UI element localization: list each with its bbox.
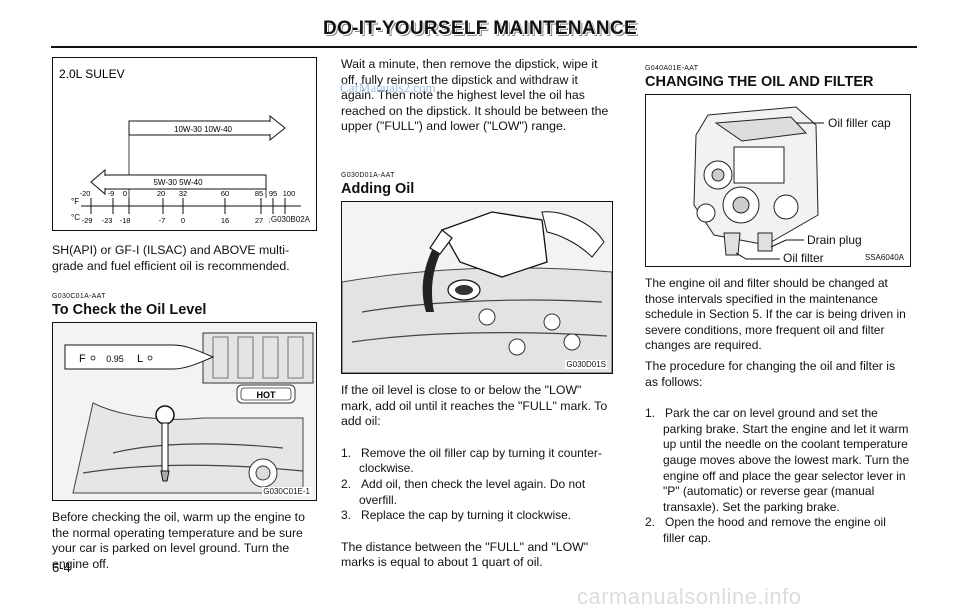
adding-oil-figure: G030D01S [341, 200, 613, 374]
step-number: 1. [645, 406, 656, 421]
f-tick: 0 [123, 189, 127, 198]
oil-bottle [429, 211, 548, 278]
oil-filter-label: Oil filter [783, 251, 824, 265]
distance-text: The distance between the "FULL" and "LOW… [341, 539, 589, 570]
step-text: Park the car on level ground and set the… [663, 406, 910, 514]
step-number: 2. [341, 476, 352, 491]
f-tick: -20 [80, 189, 91, 198]
figure-code: G030B02A [269, 215, 311, 224]
f-tick: 60 [221, 189, 229, 198]
dipstick-full-mark: F [79, 353, 86, 365]
fahrenheit-label: °F [71, 197, 79, 206]
column-2: Wait a minute, then remove the dipstick,… [341, 57, 614, 571]
oil-viscosity-chart-svg: 2.0L SULEV 10W-30 10W-40 5W-30 5W-40 °F … [59, 67, 301, 225]
f-tick: 20 [157, 189, 165, 198]
c-tick: -29 [82, 216, 93, 225]
dipstick-quart-value: 0.95 [106, 354, 124, 364]
section-code: G030C01A-AAT [52, 293, 106, 301]
oil-viscosity-chart: 2.0L SULEV 10W-30 10W-40 5W-30 5W-40 °F … [52, 57, 317, 231]
arrow-10w30: 10W-30 10W-40 [128, 114, 286, 198]
step-text: Remove the oil filler cap by turning it … [359, 445, 602, 476]
step-number: 1. [341, 445, 352, 460]
f-tick: 85 [255, 189, 263, 198]
adding-oil-steps: 1. Remove the oil filler cap by turning … [341, 446, 614, 524]
list-item: 3. Replace the cap by turning it clockwi… [341, 508, 614, 524]
procedure-text: The procedure for changing the oil and f… [645, 358, 896, 389]
section-title: To Check the Oil Level [52, 302, 207, 319]
section-title: Adding Oil [341, 180, 415, 197]
wait-text: Wait a minute, then remove the dipstick,… [341, 57, 609, 134]
arrow-label-bottom: 5W-30 5W-40 [153, 178, 203, 187]
f-tick: 32 [179, 189, 187, 198]
step-number: 2. [645, 515, 656, 530]
engine-oil-text: The engine oil and filter should be chan… [645, 276, 906, 353]
dipstick-figure: HOT F 0.95 L G030C01E-1 [52, 322, 317, 502]
header-rule [51, 46, 917, 48]
page-title: DO-IT-YOURSELF MAINTENANCE [323, 18, 637, 39]
watermark-bottom: carmanualsonline.info [577, 584, 802, 609]
watermark-top: CarManuals2.com [340, 80, 436, 95]
c-tick: -23 [102, 216, 113, 225]
if-oil-level-text: If the oil level is close to or below th… [341, 382, 608, 429]
step-text: Replace the cap by turning it clockwise. [361, 508, 572, 523]
oil-filler-cap-label: Oil filler cap [828, 116, 891, 130]
oil-filter-figure: Oil filler cap Drain plug Oil filter SSA… [645, 94, 911, 267]
figure-code: SSA6040A [863, 253, 905, 262]
column-1: 2.0L SULEV 10W-30 10W-40 5W-30 5W-40 °F … [52, 57, 318, 573]
adding-oil-illustration [342, 201, 612, 373]
oil-spec-text: SH(API) or GF-I (ILSAC) and ABOVE multi-… [52, 243, 290, 273]
dipstick-callout: F 0.95 L [64, 344, 215, 370]
step-text: Open the hood and remove the engine oil … [663, 515, 886, 545]
f-tick: 100 [283, 189, 296, 198]
callout-lines [735, 122, 824, 260]
c-tick: -7 [159, 216, 166, 225]
hand [541, 211, 605, 258]
dipstick [155, 405, 175, 482]
c-tick: -18 [120, 216, 131, 225]
before-checking-text: Before checking the oil, warm up the eng… [52, 510, 305, 571]
hot-sign: HOT [236, 384, 296, 404]
step-number: 3. [341, 508, 352, 523]
list-item: 2. Open the hood and remove the engine o… [645, 515, 911, 546]
list-item: 1. Remove the oil filler cap by turning … [341, 446, 614, 477]
c-tick: 0 [181, 216, 185, 225]
arrow-5w30: 5W-30 5W-40 [90, 168, 267, 198]
figure-code: G030C01E-1 [262, 487, 311, 497]
step-text: Add oil, then check the level again. Do … [359, 476, 586, 507]
oil-change-steps: 1. Park the car on level ground and set … [645, 406, 911, 546]
hot-label: HOT [257, 390, 277, 400]
arrow-label-top: 10W-30 10W-40 [174, 125, 233, 134]
engine-illustration [646, 95, 910, 266]
list-item: 2. Add oil, then check the level again. … [341, 477, 614, 508]
celsius-ticks: -29 -23 -18 -7 0 16 27 35 38 [82, 206, 293, 225]
section-code: G030D01A-AAT [341, 171, 395, 179]
celsius-label: °C [71, 213, 80, 222]
engine-drawing [693, 106, 819, 256]
page-number: 6-4 [52, 560, 71, 575]
dipstick-low-mark: L [137, 353, 143, 365]
section-title: CHANGING THE OIL AND FILTER [645, 74, 874, 90]
column-3: G040A01E-AAT CHANGING THE OIL AND FILTER [645, 57, 911, 547]
c-tick: 27 [255, 216, 263, 225]
f-tick: 95 [269, 189, 277, 198]
fahrenheit-ticks: -20 -9 0 20 32 60 85 95 100 [80, 189, 296, 206]
chart-label: 2.0L SULEV [59, 67, 125, 81]
f-tick: -9 [108, 189, 115, 198]
list-item: 1. Park the car on level ground and set … [645, 406, 911, 515]
section-code: G040A01E-AAT [645, 65, 699, 72]
oil-stream [422, 249, 440, 312]
drain-plug-label: Drain plug [807, 233, 862, 247]
figure-code: G030D01S [565, 359, 607, 369]
c-tick: 16 [221, 216, 229, 225]
dipstick-illustration: HOT F 0.95 L [53, 323, 316, 501]
